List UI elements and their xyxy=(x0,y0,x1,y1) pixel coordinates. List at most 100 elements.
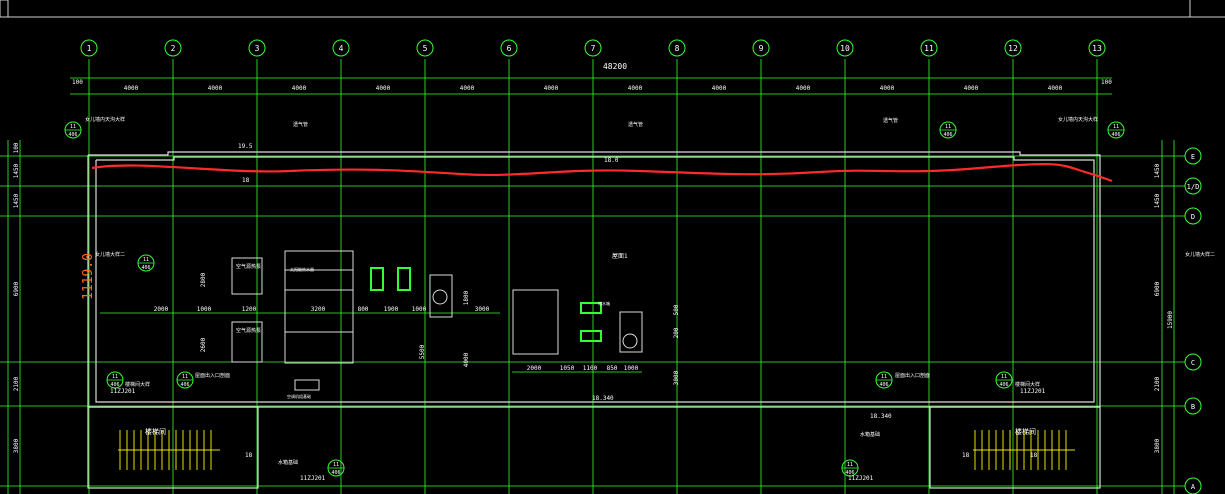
edge-dim-right: 100 xyxy=(1101,79,1112,86)
dim-interior: 3000 xyxy=(475,306,490,313)
grid-col-bubble xyxy=(332,39,350,57)
grid-row-label: 1/D xyxy=(1187,183,1200,191)
detail-sheet: 406 xyxy=(68,132,77,138)
detail-num: 11 xyxy=(333,462,339,468)
dim-interior: 1200 xyxy=(242,306,257,313)
dim-right: 3800 xyxy=(1154,438,1161,453)
grid-row-bubble xyxy=(1184,177,1202,195)
note-water-left: 水箱基础 xyxy=(278,459,298,466)
room-left: 楼梯间 xyxy=(145,427,166,436)
dim-spacing: 4000 xyxy=(376,85,391,92)
elev-2: 18 xyxy=(242,177,250,184)
note-bottom-left-2: 楼梯间大样 xyxy=(125,381,150,388)
dim-right: 2100 xyxy=(1154,376,1161,391)
grid-col-bubble xyxy=(752,39,770,57)
tag-a: 透气管 xyxy=(293,121,308,128)
grid-col-label: 1 xyxy=(87,44,92,53)
detail-num: 11 xyxy=(143,257,149,263)
dim-spacing: 4000 xyxy=(796,85,811,92)
grid-col-bubble xyxy=(836,39,854,57)
stair-treads xyxy=(118,430,1075,470)
tag-c: 透气管 xyxy=(883,117,898,124)
note-eq2: 空气源热泵 xyxy=(236,327,261,334)
dim-right: 1450 xyxy=(1154,193,1161,208)
grid-col-label: 13 xyxy=(1092,44,1102,53)
elev-1: 19.5 xyxy=(238,143,253,150)
dim-vertical: 500 xyxy=(673,304,680,315)
dim-spacing: 4000 xyxy=(292,85,307,92)
dim-bottom: 850 xyxy=(607,365,618,372)
detail-num: 11 xyxy=(945,124,951,130)
stair-code-bottom-2: 11ZJ201 xyxy=(848,475,874,482)
grid-col-bubble xyxy=(416,39,434,57)
tag-b: 透气管 xyxy=(628,121,643,128)
red-height-label: 1119.0 xyxy=(81,253,96,300)
dim-vertical: 2600 xyxy=(200,337,207,352)
grid-col-bubble xyxy=(1004,39,1022,57)
grid-col-label: 12 xyxy=(1008,44,1018,53)
grid-col-bubble xyxy=(584,39,602,57)
detail-num: 11 xyxy=(70,124,76,130)
dim-vertical: 5500 xyxy=(419,344,426,359)
detail-sheet: 406 xyxy=(331,470,340,476)
building-walls xyxy=(87,151,1101,489)
elev-8: 18 xyxy=(1030,452,1038,459)
grid-row-bubble xyxy=(1184,207,1202,225)
detail-sheet: 406 xyxy=(180,382,189,388)
dim-vertical: 2800 xyxy=(200,272,207,287)
dim-interior: 3200 xyxy=(311,306,326,313)
detail-sheet: 406 xyxy=(110,382,119,388)
detail-num: 11 xyxy=(182,374,188,380)
dim-interior: 800 xyxy=(358,306,369,313)
elev-6: 18 xyxy=(245,452,253,459)
dim-spacing: 4000 xyxy=(964,85,979,92)
detail-num: 11 xyxy=(1113,124,1119,130)
grid-col-label: 4 xyxy=(339,44,344,53)
dim-spacing: 4000 xyxy=(460,85,475,92)
dim-bottom: 1000 xyxy=(624,365,639,372)
stair-code-right: 11ZJ201 xyxy=(1020,388,1046,395)
note-water-right: 水箱基础 xyxy=(860,431,880,438)
dim-interior: 1000 xyxy=(197,306,212,313)
dim-spacing: 4000 xyxy=(880,85,895,92)
elev-5: 18.340 xyxy=(870,413,892,420)
dim-vertical: 1800 xyxy=(463,290,470,305)
grid-row-label: C xyxy=(1191,359,1195,367)
grid-col-label: 7 xyxy=(591,44,596,53)
detail-num: 11 xyxy=(881,374,887,380)
grid-col-label: 9 xyxy=(759,44,764,53)
dim-right-total: 15900 xyxy=(1167,311,1174,329)
dim-spacing: 4000 xyxy=(628,85,643,92)
detail-num: 11 xyxy=(847,462,853,468)
elev-7: 18 xyxy=(962,452,970,459)
elev-3: 18.0 xyxy=(604,157,619,164)
grid-row-bubble xyxy=(1184,477,1202,494)
grid-col-label: 10 xyxy=(840,44,850,53)
grid-col-label: 5 xyxy=(423,44,428,53)
room-right: 楼梯间 xyxy=(1015,427,1036,436)
detail-num: 11 xyxy=(1001,374,1007,380)
dim-bottom: 1100 xyxy=(583,365,598,372)
detail-sheet: 406 xyxy=(141,265,150,271)
dim-vertical: 200 xyxy=(673,327,680,338)
detail-sheet: 406 xyxy=(1111,132,1120,138)
dim-spacing: 4000 xyxy=(544,85,559,92)
detail-sheet: 406 xyxy=(845,470,854,476)
dim-left: 100 xyxy=(13,142,20,153)
dim-spacing: 4000 xyxy=(124,85,139,92)
elev-4: 18.340 xyxy=(592,395,614,402)
note-fan: 空调机组基础 xyxy=(287,393,311,399)
overall-dim: 48200 xyxy=(603,62,627,71)
detail-sheet: 406 xyxy=(999,382,1008,388)
dim-left: 1450 xyxy=(13,193,20,208)
grid-col-bubble xyxy=(1088,39,1106,57)
note-top-left: 女儿墙内天沟大样 xyxy=(85,116,125,123)
grid-col-label: 11 xyxy=(924,44,934,53)
grid-col-bubble xyxy=(80,39,98,57)
grid-row-label: D xyxy=(1191,213,1195,221)
dim-vertical: 4000 xyxy=(463,352,470,367)
dim-interior: 1900 xyxy=(384,306,399,313)
dim-spacing: 4000 xyxy=(1048,85,1063,92)
